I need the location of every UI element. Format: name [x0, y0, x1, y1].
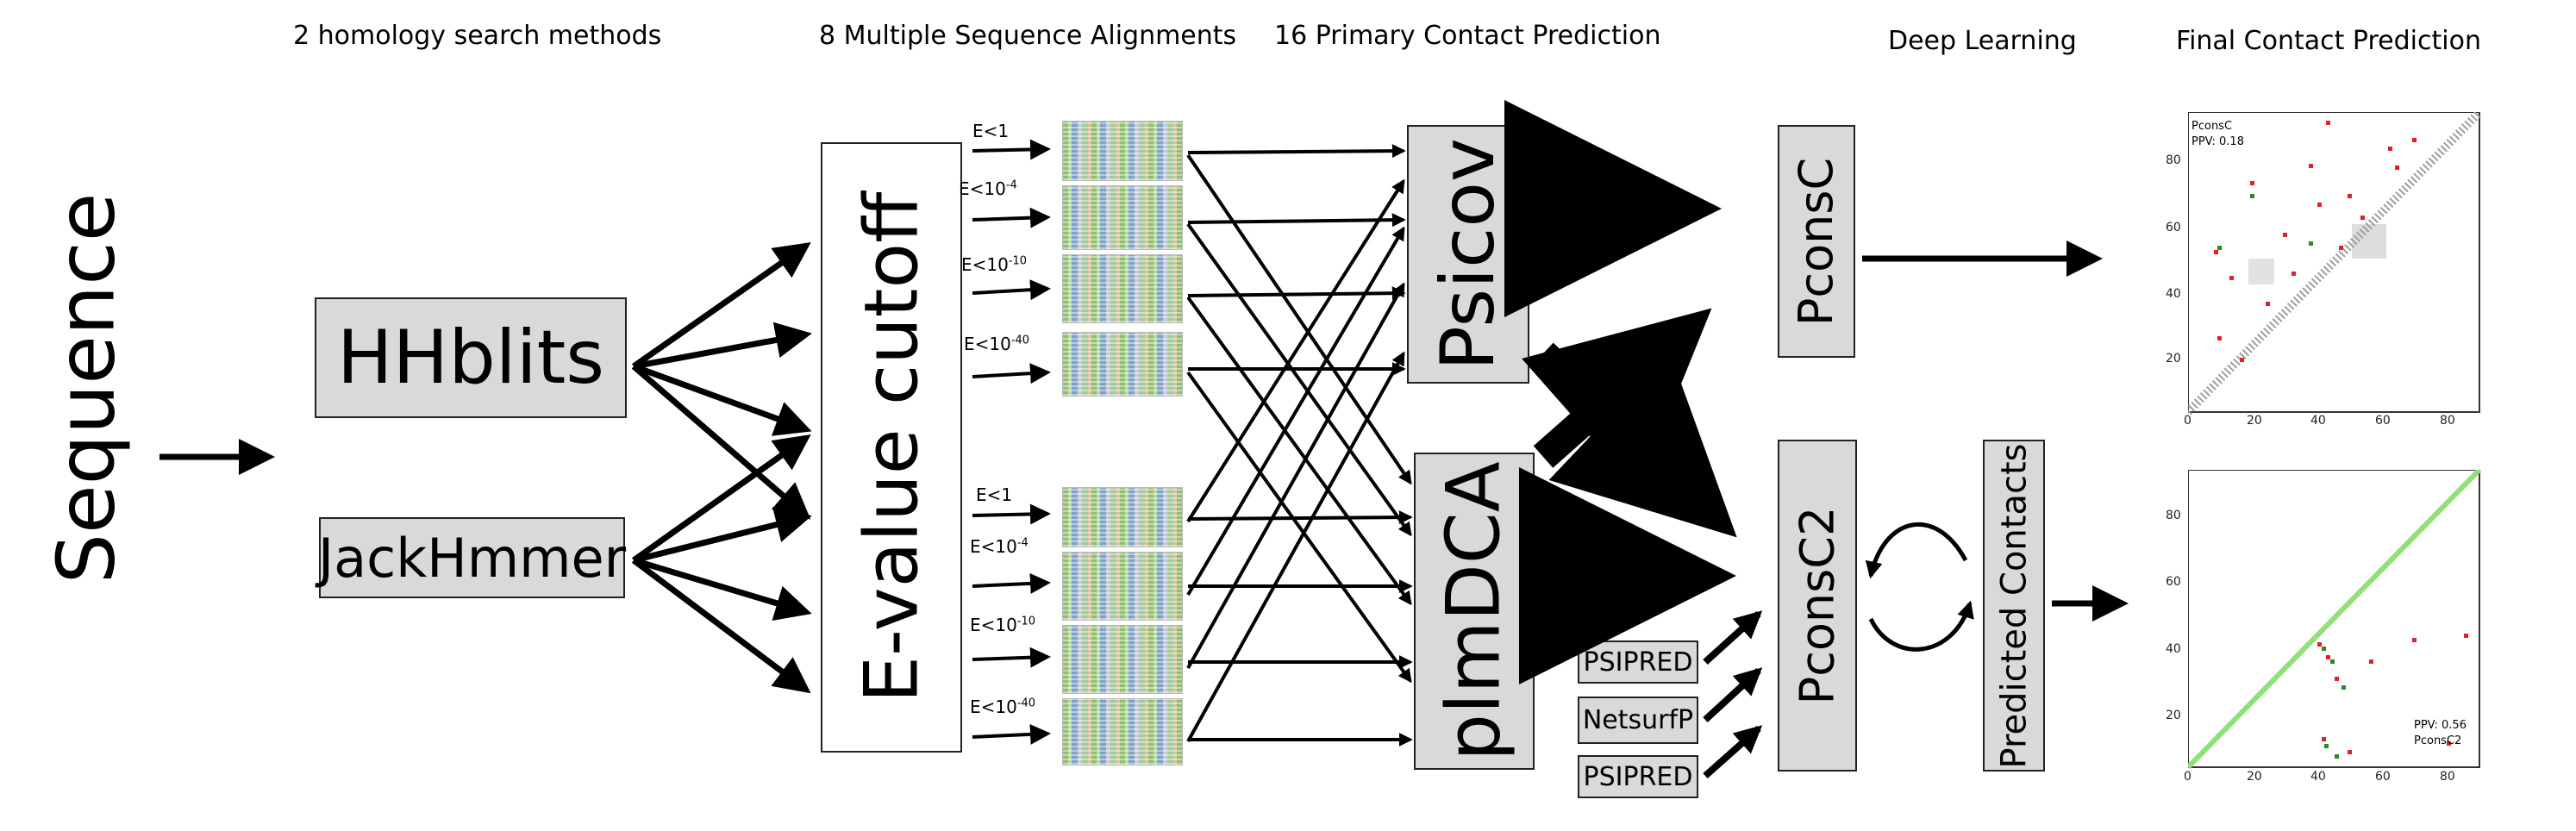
msa-image: [1062, 625, 1183, 694]
header-final: Final Contact Prediction: [2176, 26, 2481, 56]
map-ppv-label: PPV: 0.18: [2191, 135, 2244, 148]
tick-label: 40: [2310, 414, 2326, 428]
tick-label: 40: [2310, 770, 2326, 784]
msa-image: [1062, 332, 1183, 397]
msa-image: [1062, 698, 1183, 765]
evalue-top-3: E<10-10: [961, 254, 1028, 275]
evalue-top-4: E<10-40: [964, 334, 1030, 354]
hhblits-label: HHblits: [336, 315, 605, 401]
tick-label: 40: [2166, 287, 2181, 301]
tick-label: 20: [2166, 352, 2181, 366]
predicted-contacts: [2214, 121, 2417, 362]
contact-map-pconsc2: PPV: 0.56 PconsC2: [2188, 470, 2482, 770]
tick-label: 60: [2375, 770, 2391, 784]
tick-label: 60: [2166, 575, 2181, 589]
header-homology: 2 homology search methods: [293, 21, 662, 51]
map-method-label: PconsC2: [2414, 734, 2461, 747]
tick-label: 20: [2247, 770, 2262, 784]
evalue-top-2: E<10-4: [959, 178, 1017, 199]
tick-label: 80: [2166, 153, 2181, 167]
tick-label: 20: [2166, 709, 2181, 722]
evalue-bottom-4: E<10-40: [970, 697, 1036, 717]
jackhmmer-box: JackHmmer: [317, 517, 627, 598]
tick-label: 80: [2440, 414, 2455, 428]
map-ppv-label: PPV: 0.56: [2414, 719, 2467, 732]
header-primary: 16 Primary Contact Prediction: [1274, 21, 1661, 51]
netsurfp-box: NetsurfP: [1578, 697, 1698, 744]
msa-image: [1062, 254, 1183, 323]
contact-map-pconsc: PconsC PPV: 0.18: [2188, 112, 2483, 416]
tick-label: 0: [2184, 414, 2191, 428]
tick-label: 60: [2375, 414, 2391, 428]
evalue-bottom-2: E<10-4: [970, 536, 1029, 557]
tick-label: 80: [2440, 770, 2455, 784]
map-method-label: PconsC: [2191, 120, 2232, 133]
hhblits-box: HHblits: [315, 297, 627, 418]
tick-label: 0: [2184, 770, 2191, 784]
msa-image: [1062, 552, 1183, 621]
jackhmmer-label: JackHmmer: [317, 526, 627, 590]
msa-image: [1062, 487, 1183, 547]
header-deep: Deep Learning: [1888, 26, 2077, 56]
psipred-box-2: PSIPRED: [1578, 755, 1698, 798]
tick-label: 20: [2247, 414, 2262, 428]
tick-label: 80: [2166, 509, 2181, 522]
pconsc2-box: PconsC2: [1778, 440, 1857, 772]
predicted-contacts-box: Predicted Contacts: [1983, 440, 2045, 772]
msa-image: [1062, 121, 1183, 181]
evalue-cutoff-box: E-value cutoff: [821, 142, 962, 753]
header-msa: 8 Multiple Sequence Alignments: [819, 21, 1237, 51]
tick-label: 40: [2166, 642, 2181, 656]
evalue-top-1: E<1: [972, 121, 1010, 141]
evalue-bottom-1: E<1: [976, 484, 1013, 505]
pconsc-box: PconsC: [1778, 125, 1855, 358]
evalue-bottom-3: E<10-10: [970, 615, 1036, 635]
tick-label: 60: [2166, 221, 2181, 234]
msa-image: [1062, 185, 1183, 250]
